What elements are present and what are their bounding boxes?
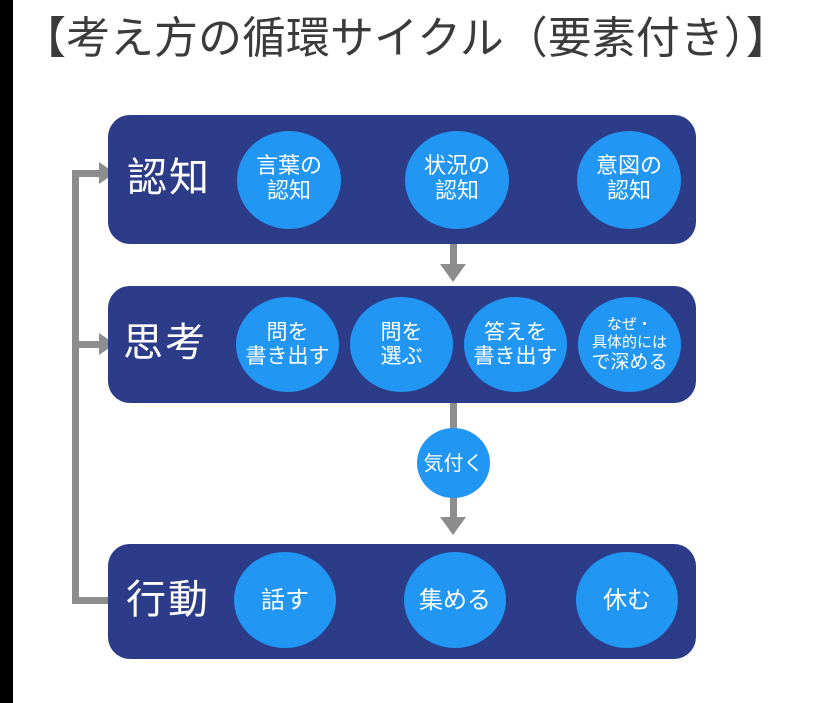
bubble-thinking-3[interactable]: なぜ・ 具体的には で深める [578, 297, 681, 392]
bubble-line: 認知 [606, 179, 651, 204]
bubble-cognition-0[interactable]: 言葉の 認知 [237, 131, 341, 229]
bubble-line: 認知 [434, 179, 479, 204]
bubble-insight-kizuku[interactable]: 気付く [417, 428, 490, 498]
bubble-line: 休む [603, 585, 651, 614]
bubble-line: なぜ・ [606, 315, 652, 334]
arrow-thinking-to-action-head [440, 517, 466, 535]
bubble-cognition-1[interactable]: 状況の 認知 [405, 131, 509, 229]
bubble-line: 話す [261, 585, 309, 614]
arrow-cognition-to-thinking-stem [450, 244, 457, 268]
bubble-line: 問を [380, 319, 423, 344]
bubble-thinking-0[interactable]: 問を 書き出す [236, 297, 339, 392]
bubble-line: 意図の [595, 154, 662, 180]
bubble-line: 書き出す [473, 343, 558, 368]
bubble-line: 具体的には [591, 333, 667, 352]
bubble-cognition-2[interactable]: 意図の 認知 [577, 131, 681, 229]
row-thinking-label: 思考 [123, 320, 207, 366]
feedback-loop-vertical-line [72, 170, 79, 604]
feedback-loop-bottom-line [72, 597, 132, 604]
bubble-action-2[interactable]: 休む [576, 552, 678, 648]
bubble-thinking-2[interactable]: 答えを 書き出す [464, 297, 567, 392]
left-edge-bar [0, 0, 13, 703]
bubble-line: 気付く [423, 450, 484, 475]
page-title: 【考え方の循環サイクル（要素付き）】 [22, 12, 790, 64]
feedback-arrow-stem-cognition [75, 170, 101, 177]
bubble-line: 集める [419, 585, 491, 614]
bubble-line: 言葉の [255, 154, 322, 180]
bubble-line: 認知 [266, 179, 311, 204]
bubble-line: で深める [591, 351, 668, 374]
bubble-line: 選ぶ [380, 343, 423, 368]
bubble-line: 問を [266, 319, 309, 344]
row-cognition-label: 認知 [127, 155, 211, 201]
feedback-arrow-stem-thinking [75, 341, 101, 348]
bubble-line: 書き出す [245, 343, 330, 368]
bubble-line: 状況の [423, 154, 490, 180]
bubble-action-0[interactable]: 話す [234, 552, 336, 648]
bubble-action-1[interactable]: 集める [404, 552, 506, 648]
row-action-label: 行動 [126, 577, 210, 623]
arrow-cognition-to-thinking-head [440, 264, 466, 282]
bubble-line: 答えを [484, 319, 547, 344]
bubble-thinking-1[interactable]: 問を 選ぶ [350, 297, 453, 392]
